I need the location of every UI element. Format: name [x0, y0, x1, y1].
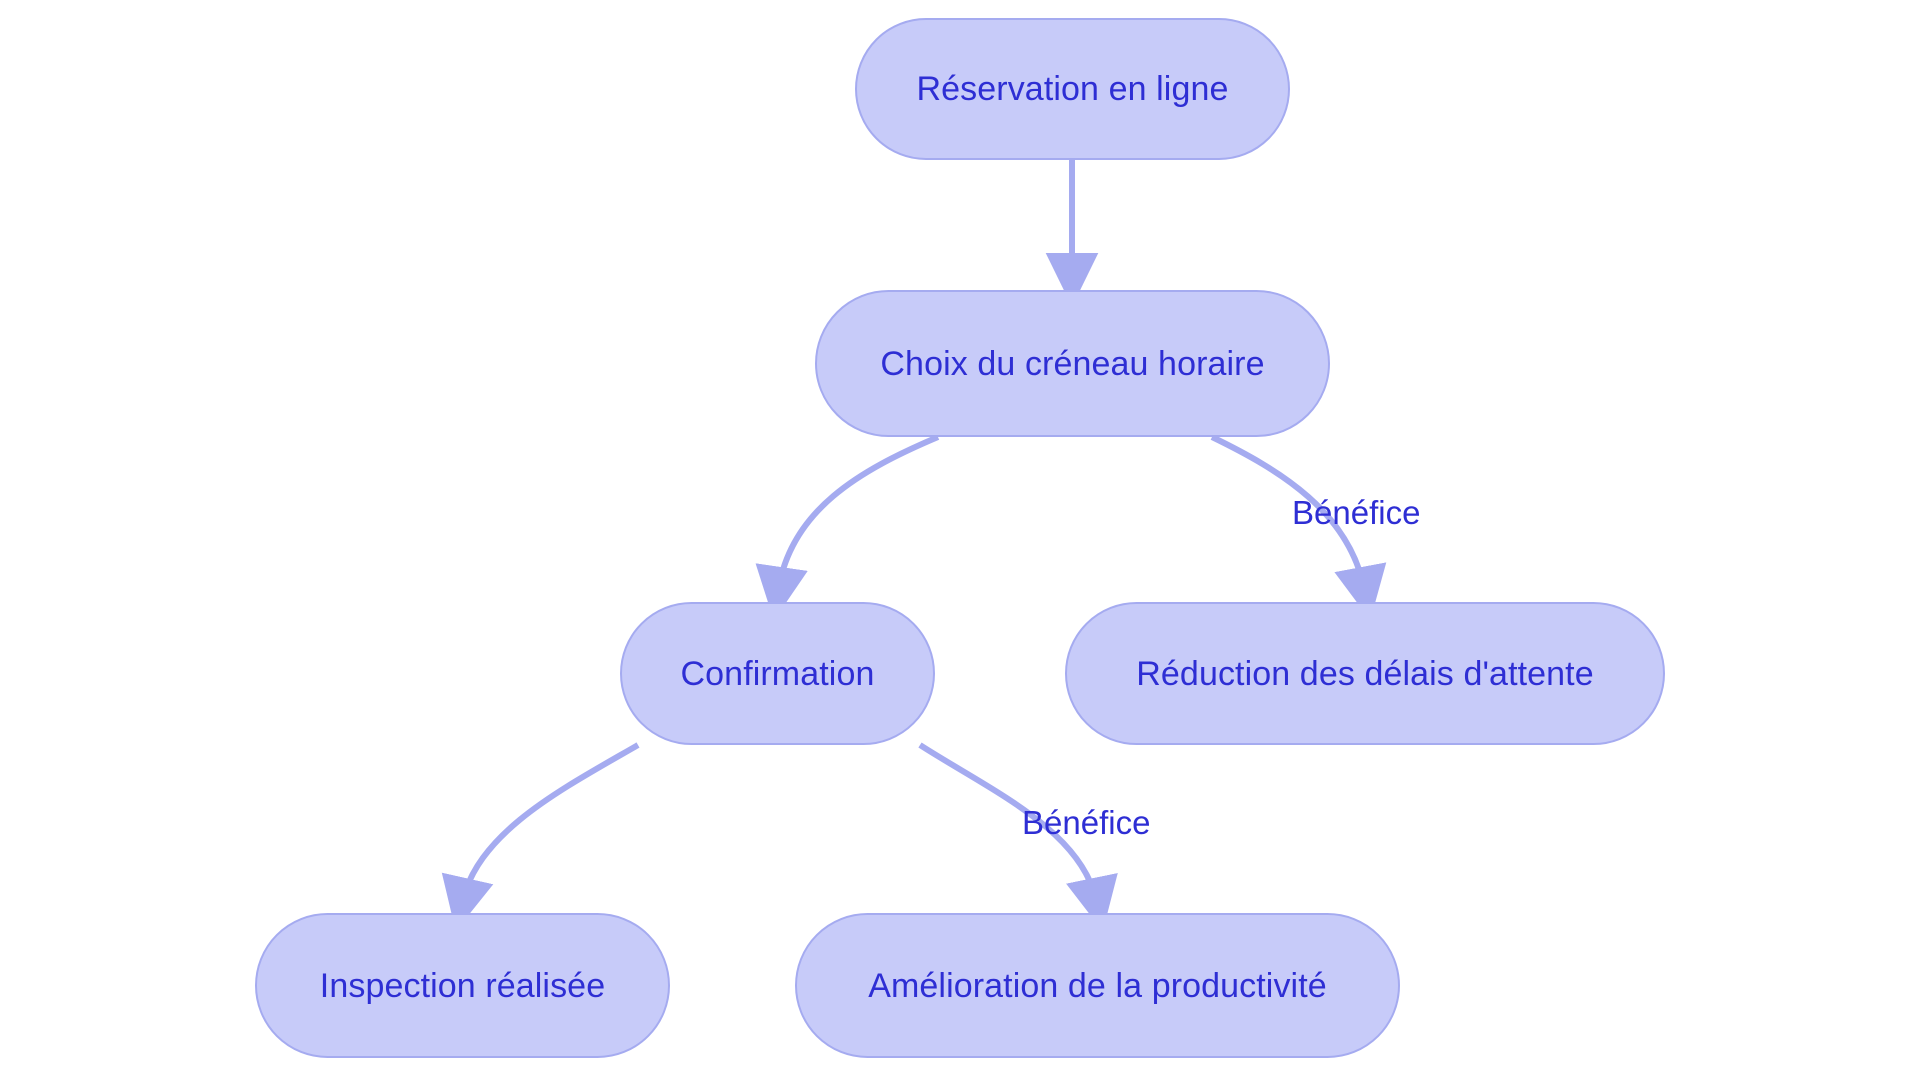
node-confirmation[interactable]: Confirmation — [620, 602, 935, 745]
edge-paths — [441, 160, 1387, 932]
node-label: Réservation en ligne — [916, 70, 1229, 108]
node-reduction-des-delais-dattente[interactable]: Réduction des délais d'attente — [1065, 602, 1665, 745]
node-inspection-realisee[interactable]: Inspection réalisée — [255, 913, 670, 1058]
node-amelioration-de-la-productivite[interactable]: Amélioration de la productivité — [795, 913, 1400, 1058]
edge-label-beneficie-confirmation-amelioration: Bénéfice — [1022, 804, 1151, 841]
edge-path — [755, 434, 940, 621]
node-label: Confirmation — [680, 654, 875, 693]
edge-label-beneficie-choix-reduction: Bénéfice — [1292, 494, 1421, 531]
node-reservation-en-ligne[interactable]: Réservation en ligne — [855, 18, 1290, 160]
node-choix-du-creneau-horaire[interactable]: Choix du créneau horaire — [815, 290, 1330, 437]
edge-path — [918, 742, 1118, 932]
node-label: Réduction des délais d'attente — [1136, 654, 1594, 693]
node-label: Inspection réalisée — [319, 966, 606, 1005]
edge-path — [1210, 434, 1387, 621]
edge-path — [441, 742, 640, 932]
node-label: Amélioration de la productivité — [868, 966, 1327, 1005]
node-label: Choix du créneau horaire — [880, 344, 1265, 383]
